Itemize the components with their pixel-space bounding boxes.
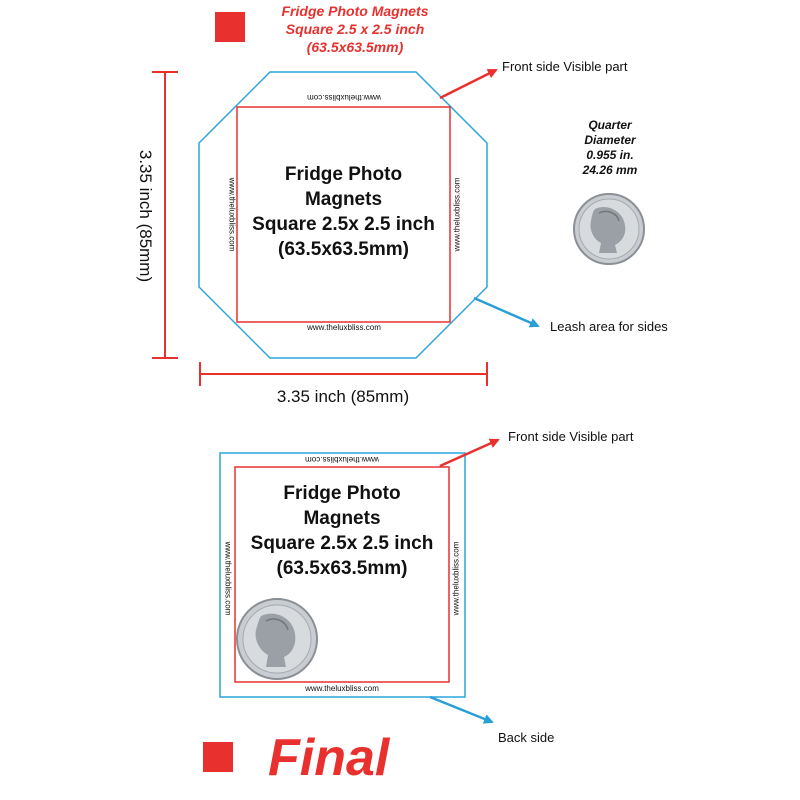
bottom-front-callout: Front side Visible part	[508, 429, 634, 444]
bottom-label-line4: (63.5x63.5mm)	[276, 558, 408, 579]
top-leash-callout: Leash area for sides	[550, 319, 668, 334]
top-label-line4: (63.5x63.5mm)	[278, 239, 409, 260]
top-url-left: www.theluxbliss.com	[227, 177, 237, 252]
bottom-front-arrow	[439, 438, 500, 468]
bottom-outer-square	[219, 452, 466, 698]
header-title-line1: Fridge Photo Magnets	[281, 3, 429, 19]
bottom-label-line1: Fridge Photo	[283, 483, 401, 504]
bottom-url-left: www.theluxbliss.com	[223, 541, 233, 616]
bottom-label-line3: Square 2.5x 2.5 inch	[250, 533, 434, 554]
top-url-bottom: www.theluxbliss.com	[307, 323, 381, 332]
top-visible-square	[236, 106, 451, 323]
top-front-arrow	[439, 68, 498, 100]
top-octagon-outline	[198, 71, 488, 359]
top-product-label: Fridge Photo Magnets Square 2.5x 2.5 inc…	[237, 162, 450, 262]
header-title-line2: Square 2.5 x 2.5 inch	[285, 21, 425, 37]
bottom-url-right: www.theluxbliss.com	[451, 541, 461, 616]
footer-red-square	[203, 742, 233, 772]
top-leash-arrow	[473, 296, 540, 328]
bottom-inner-square	[234, 466, 450, 683]
quarter-caption: Quarter Diameter 0.955 in. 24.26 mm	[560, 118, 660, 178]
top-front-callout: Front side Visible part	[502, 59, 628, 74]
bottom-url-top: www.theluxbliss.com	[305, 455, 379, 464]
quarter-caption-line4: 24.26 mm	[582, 163, 638, 177]
final-label: Final	[268, 729, 390, 787]
quarter-caption-line3: 0.955 in.	[586, 148, 634, 162]
header-title: Fridge Photo Magnets Square 2.5 x 2.5 in…	[255, 2, 455, 56]
bottom-label-line2: Magnets	[303, 508, 381, 529]
height-dimension-label: 3.35 inch (85mm)	[136, 149, 155, 283]
top-url-top: www.theluxbliss.com	[307, 93, 381, 102]
quarter-coin-icon	[573, 193, 645, 265]
quarter-caption-line1: Quarter	[588, 118, 632, 132]
top-label-line2: Magnets	[304, 189, 383, 210]
header-title-line3: (63.5x63.5mm)	[306, 39, 404, 55]
top-url-right: www.theluxbliss.com	[452, 177, 462, 252]
width-dimension-label: 3.35 inch (85mm)	[276, 387, 410, 406]
header-red-square	[215, 12, 245, 42]
top-label-line1: Fridge Photo	[284, 164, 403, 185]
bottom-back-callout: Back side	[498, 730, 555, 745]
bottom-back-arrow	[429, 695, 494, 724]
bottom-product-label: Fridge Photo Magnets Square 2.5x 2.5 inc…	[235, 481, 449, 581]
quarter-caption-line2: Diameter	[584, 133, 636, 147]
bottom-url-bottom: www.theluxbliss.com	[305, 684, 379, 693]
top-label-line3: Square 2.5x 2.5 inch	[252, 214, 435, 235]
quarter-coin-bottom-icon	[236, 598, 318, 680]
